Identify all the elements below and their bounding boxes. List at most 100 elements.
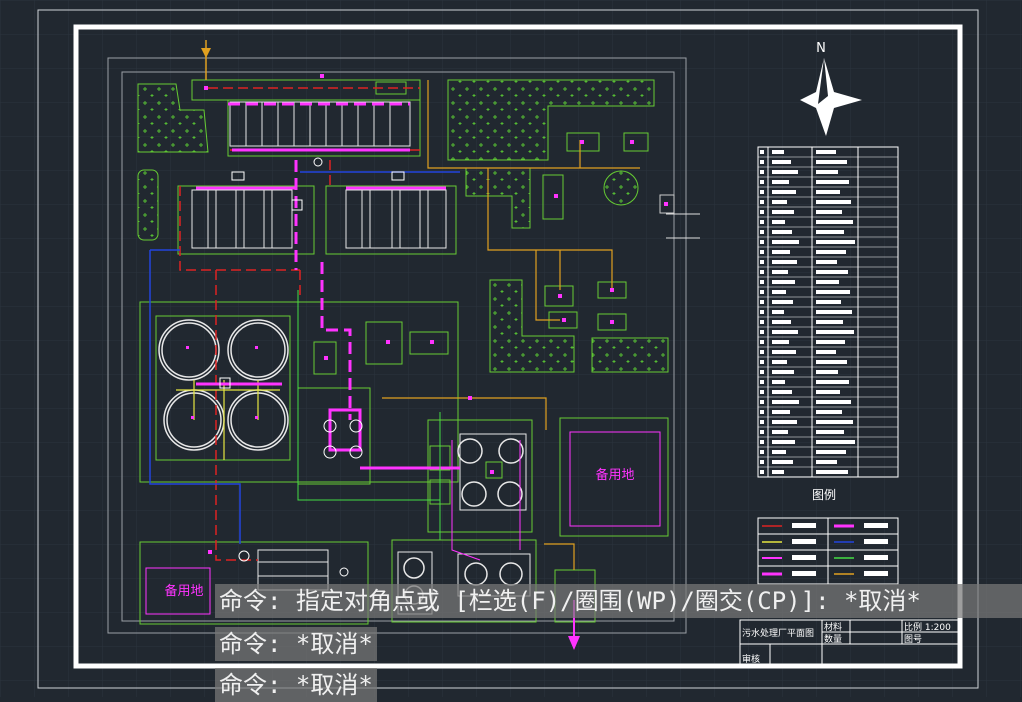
air-pipes bbox=[382, 80, 640, 570]
table-cell bbox=[760, 330, 764, 334]
table-cell bbox=[760, 200, 764, 204]
table-cell bbox=[816, 240, 855, 244]
table-cell bbox=[816, 350, 836, 354]
table-cell bbox=[772, 300, 793, 304]
table-cell bbox=[772, 450, 786, 454]
table-cell bbox=[772, 340, 789, 344]
table-cell bbox=[772, 150, 784, 154]
table-cell bbox=[760, 470, 764, 474]
table-cell bbox=[772, 310, 784, 314]
table-cell bbox=[760, 270, 764, 274]
table-cell bbox=[816, 170, 838, 174]
table-cell bbox=[816, 420, 853, 424]
legend-title: 图例 bbox=[812, 488, 836, 502]
table-cell bbox=[816, 180, 849, 184]
site-boundary-inner bbox=[121, 71, 675, 622]
table-cell bbox=[760, 390, 764, 394]
table-cell bbox=[816, 210, 842, 214]
table-cell bbox=[816, 320, 843, 324]
table-cell bbox=[772, 410, 790, 414]
table-cell bbox=[772, 470, 784, 474]
table-cell bbox=[816, 150, 836, 154]
table-cell bbox=[816, 190, 840, 194]
table-cell bbox=[772, 210, 794, 214]
water-pipes bbox=[176, 380, 280, 460]
table-cell bbox=[772, 170, 798, 174]
svg-text:污水处理厂平面图: 污水处理厂平面图 bbox=[742, 627, 814, 639]
table-cell bbox=[760, 430, 764, 434]
table-cell bbox=[760, 370, 764, 374]
table-cell bbox=[772, 380, 785, 384]
greenery-zones bbox=[137, 79, 669, 373]
command-history-line-2: 命令: *取消* bbox=[215, 627, 377, 661]
table-cell bbox=[760, 210, 764, 214]
table-cell bbox=[772, 280, 795, 284]
table-cell bbox=[772, 270, 788, 274]
command-history-line-1: 命令: 指定对角点或 [栏选(F)/圈围(WP)/圈交(CP)]: *取消* bbox=[215, 584, 1022, 618]
table-cell bbox=[816, 160, 847, 164]
table-cell bbox=[760, 380, 764, 384]
table-cell bbox=[816, 450, 846, 454]
drain-pipes bbox=[149, 171, 460, 544]
sheet-border-frame bbox=[73, 24, 963, 669]
table-cell bbox=[816, 330, 854, 334]
command-input-line[interactable]: 命令: *取消* bbox=[215, 668, 377, 702]
table-cell bbox=[816, 460, 837, 464]
table-cell bbox=[816, 270, 848, 274]
table-cell bbox=[772, 260, 797, 264]
reserve-land-label-2: 备用地 bbox=[164, 583, 203, 599]
table-cell bbox=[816, 280, 839, 284]
inlet-arrow bbox=[201, 40, 211, 80]
table-cell bbox=[760, 240, 764, 244]
table-cell bbox=[772, 200, 787, 204]
table-cell bbox=[816, 290, 850, 294]
table-cell bbox=[816, 310, 852, 314]
table-cell bbox=[760, 300, 764, 304]
svg-text:图号: 图号 bbox=[904, 634, 922, 645]
table-cell bbox=[760, 350, 764, 354]
sheet-border-outer bbox=[37, 9, 979, 689]
valves bbox=[219, 157, 405, 577]
table-cell bbox=[760, 180, 764, 184]
table-cell bbox=[772, 440, 795, 444]
aeration-tanks bbox=[191, 101, 447, 591]
table-cell bbox=[760, 190, 764, 194]
table-cell bbox=[772, 220, 785, 224]
table-cell bbox=[772, 400, 799, 404]
table-cell bbox=[760, 280, 764, 284]
table-cell bbox=[760, 310, 764, 314]
table-cell bbox=[760, 440, 764, 444]
table-cell bbox=[760, 400, 764, 404]
table-cell bbox=[760, 250, 764, 254]
table-cell bbox=[816, 260, 837, 264]
table-cell bbox=[760, 340, 764, 344]
table-cell bbox=[816, 300, 841, 304]
table-cell bbox=[760, 450, 764, 454]
table-cell bbox=[760, 320, 764, 324]
title-block: 污水处理厂平面图 材料 数量 比例 1:200 图号 审核 bbox=[739, 619, 961, 665]
table-cell bbox=[772, 370, 794, 374]
table-cell bbox=[772, 160, 791, 164]
table-cell bbox=[816, 470, 848, 474]
table-cell bbox=[760, 170, 764, 174]
table-cell bbox=[816, 200, 851, 204]
table-cell bbox=[772, 190, 796, 194]
table-cell bbox=[760, 160, 764, 164]
svg-text:审核: 审核 bbox=[742, 653, 760, 665]
table-cell bbox=[760, 360, 764, 364]
table-cell bbox=[816, 410, 842, 414]
table-cell bbox=[772, 240, 799, 244]
table-cell bbox=[772, 460, 793, 464]
table-cell bbox=[816, 230, 844, 234]
table-cell bbox=[772, 330, 798, 334]
north-arrow: N bbox=[800, 41, 862, 136]
main-process-line bbox=[196, 102, 460, 470]
table-cell bbox=[760, 420, 764, 424]
equipment-table bbox=[757, 146, 899, 478]
table-cell bbox=[816, 220, 853, 224]
table-cell bbox=[760, 150, 764, 154]
svg-text:比例 1:200: 比例 1:200 bbox=[904, 621, 951, 633]
table-cell bbox=[760, 410, 764, 414]
